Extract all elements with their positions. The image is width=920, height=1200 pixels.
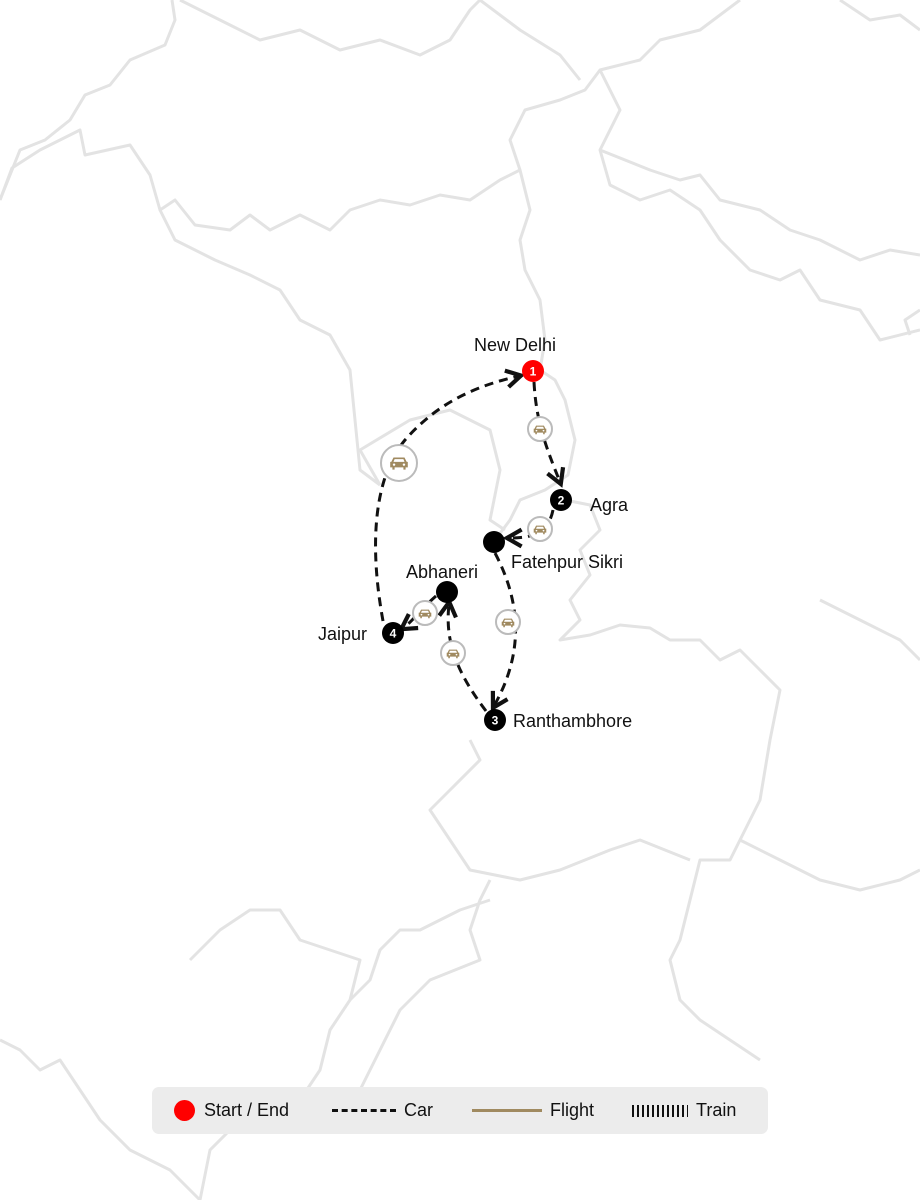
legend-start-end: Start / End	[174, 1087, 289, 1134]
stop-marker-jaipur[interactable]: 4	[382, 622, 404, 644]
label-new-delhi: New Delhi	[474, 335, 556, 355]
svg-text:3: 3	[492, 714, 499, 728]
svg-text:2: 2	[558, 494, 565, 508]
car-icon	[440, 640, 466, 666]
flight-line-icon	[472, 1109, 542, 1112]
car-dashed-line-icon	[332, 1109, 396, 1112]
transport-icons	[380, 416, 553, 666]
stop-marker-ranthambhore[interactable]: 3	[484, 709, 506, 731]
legend-start-end-label: Start / End	[204, 1100, 290, 1120]
route-fatehpur-sikri-to-ranthambhore	[494, 552, 518, 706]
car-icon	[380, 444, 418, 482]
car-icon	[527, 516, 553, 542]
stop-markers: 1 2 3 4	[382, 360, 572, 731]
train-hatched-line-icon	[632, 1104, 688, 1117]
stop-marker-agra[interactable]: 2	[550, 489, 572, 511]
label-fatehpur-sikri: Fatehpur Sikri	[511, 552, 623, 572]
stop-marker-fatehpur-sikri[interactable]	[483, 531, 505, 553]
label-ranthambhore: Ranthambhore	[513, 711, 632, 731]
svg-text:1: 1	[530, 365, 537, 379]
start-end-dot-icon	[174, 1100, 195, 1121]
legend-flight-label: Flight	[550, 1100, 595, 1120]
label-agra: Agra	[590, 495, 629, 515]
car-icon	[412, 600, 438, 626]
legend-car-label: Car	[404, 1100, 434, 1120]
route-jaipur-to-new-delhi	[374, 376, 519, 622]
stop-marker-new-delhi[interactable]: 1	[522, 360, 544, 382]
svg-text:4: 4	[390, 627, 397, 641]
route-abhaneri-to-jaipur	[403, 594, 437, 628]
stop-labels: New Delhi Agra Fatehpur Sikri Ranthambho…	[318, 335, 632, 731]
legend-car: Car	[332, 1087, 433, 1134]
map-legend: Start / End Car Flight Train	[152, 1087, 768, 1134]
route-agra-to-fatehpur-sikri	[509, 509, 555, 538]
legend-train-label: Train	[696, 1100, 737, 1120]
label-jaipur: Jaipur	[318, 624, 367, 644]
stop-marker-abhaneri[interactable]	[436, 581, 458, 603]
legend-flight: Flight	[472, 1087, 594, 1134]
legend-train: Train	[632, 1087, 736, 1134]
car-icon	[495, 609, 521, 635]
car-icon	[527, 416, 553, 442]
label-abhaneri: Abhaneri	[406, 562, 478, 582]
